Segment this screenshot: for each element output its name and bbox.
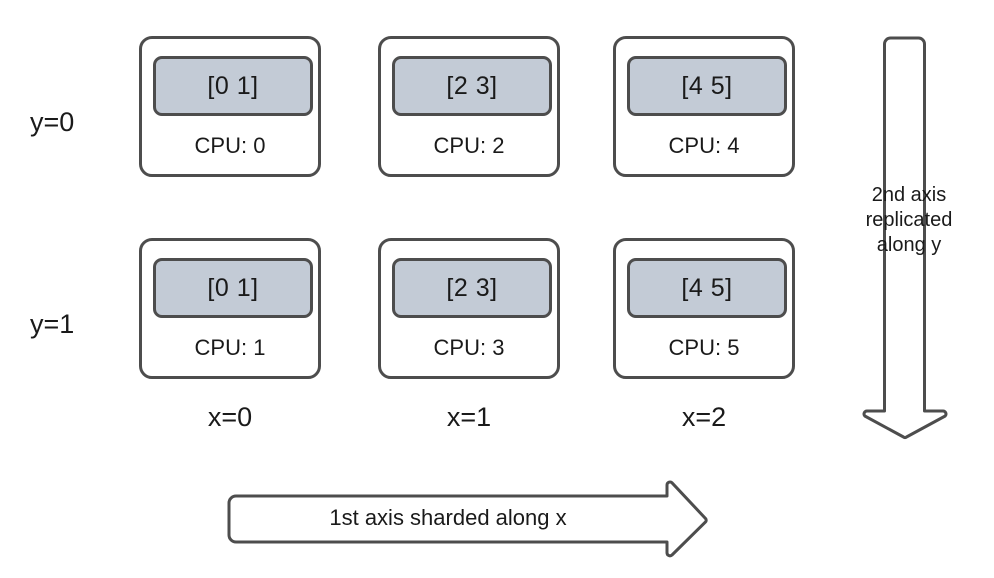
shard-chip-r1c0: [0 1]	[153, 258, 313, 318]
cpu-label: CPU: 0	[194, 133, 266, 158]
cpu-card-r1c2[interactable]: [4 5] CPU: 5	[613, 238, 795, 379]
cpu-card-r1c0[interactable]: [0 1] CPU: 1	[139, 238, 321, 379]
row-label-y1: y=1	[30, 309, 75, 339]
col-label-x2: x=2	[681, 402, 727, 432]
shard-chip-label: [2 3]	[446, 71, 498, 100]
shard-chip-label: [2 3]	[446, 273, 498, 302]
cpu-label: CPU: 2	[433, 133, 505, 158]
shard-chip-label: [4 5]	[681, 71, 733, 100]
cpu-label: CPU: 4	[668, 133, 740, 158]
shard-chip-r0c2: [4 5]	[627, 56, 787, 116]
cpu-card-r0c1[interactable]: [2 3] CPU: 2	[378, 36, 560, 177]
cpu-card-r0c2[interactable]: [4 5] CPU: 4	[613, 36, 795, 177]
cpu-label: CPU: 3	[433, 335, 505, 360]
col-label-x0: x=0	[207, 402, 253, 432]
col-label-x1: x=1	[446, 402, 492, 432]
right-arrow-icon	[227, 480, 708, 558]
shard-chip-label: [0 1]	[207, 273, 259, 302]
shard-chip-label: [0 1]	[207, 71, 259, 100]
shard-chip-r1c1: [2 3]	[392, 258, 552, 318]
shard-chip-r1c2: [4 5]	[627, 258, 787, 318]
shard-chip-label: [4 5]	[681, 273, 733, 302]
shard-chip-r0c1: [2 3]	[392, 56, 552, 116]
cpu-card-r1c1[interactable]: [2 3] CPU: 3	[378, 238, 560, 379]
cpu-label: CPU: 1	[194, 335, 266, 360]
shard-chip-r0c0: [0 1]	[153, 56, 313, 116]
row-label-y0: y=0	[30, 107, 75, 137]
cpu-card-r0c0[interactable]: [0 1] CPU: 0	[139, 36, 321, 177]
cpu-label: CPU: 5	[668, 335, 740, 360]
down-arrow-icon	[862, 36, 948, 440]
vertical-arrow-caption: 2nd axis replicated along y	[865, 184, 953, 256]
horizontal-arrow-caption: 1st axis sharded along x	[329, 505, 567, 530]
